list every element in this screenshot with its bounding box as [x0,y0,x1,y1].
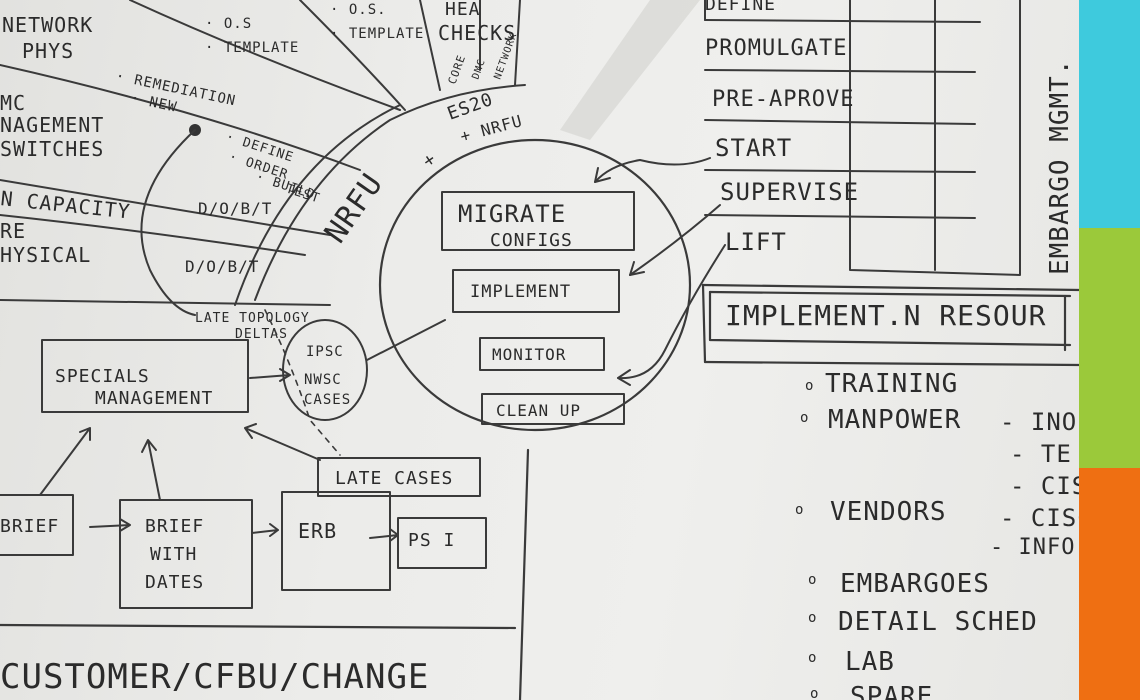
psi-box [397,517,487,569]
implement-box [452,269,620,313]
fan-dobt-2: D/O/B/T [185,257,259,276]
brief-box [0,494,74,556]
manpower-sub-1: - INO [1000,408,1077,436]
fan-test: TEST [284,182,322,207]
fan-template-1: · TEMPLATE [205,40,299,56]
nwsc-label: NWSC [304,372,342,388]
specials-arrow [249,368,291,382]
cleanup-box [481,393,625,425]
specials-management-label: MANAGEMENT [95,388,213,409]
deltas-label: DELTAS [235,327,288,342]
late-cases-arrow [244,423,321,461]
fan-switches-label: SWITCHES [0,137,104,161]
embargo-lift: LIFT [725,228,787,256]
brief-dates-label-1: BRIEF [145,516,204,537]
resource-lab: LAB [845,647,895,677]
fan-phys-label: PHYS [22,39,74,63]
fan-checks-label: CHECKS [438,21,516,45]
brief-label: BRIEF [0,516,59,537]
brief-up-arrow [39,427,91,496]
brief-dates-box [119,499,253,609]
fan-dmc-label: DMC [470,57,488,81]
brief-dates-up-arrow [141,439,161,501]
brief-dates-label-2: WITH [150,544,197,565]
embargo-arrows [594,157,726,386]
ipsc-label: IPSC [306,344,344,360]
resource-detail-sched: DETAIL SCHED [838,607,1038,637]
resource-embargoes: EMBARGOES [840,569,990,599]
dashed-line [264,309,341,456]
fan-template-2: · TEMPLATE [330,26,424,42]
fan-health-label: HEA [445,0,481,20]
cleanup-label: CLEAN UP [496,401,581,420]
fan-mc-label: MC [0,91,26,115]
bullet-spares: o [810,686,819,700]
fan-core-label: CORE [446,53,469,86]
brief-arrow [89,518,131,532]
pen-shadow [560,0,700,140]
configs-label: CONFIGS [490,230,573,251]
bullet-detail: o [808,610,817,626]
ipsc-to-implement-line [366,319,446,361]
dates-to-erb-arrow [251,523,279,537]
late-topology-label: LATE TOPOLOGY [195,311,310,326]
migrate-label: MIGRATE [458,200,566,228]
fan-nrfu-label: NRFU [318,167,390,250]
fan-re-label: RE [0,219,26,243]
bullet-training: o [805,378,814,394]
bullet-vendors: o [795,502,804,518]
bullet-lab: o [808,650,817,666]
cases-label: CASES [304,392,351,408]
accent-strip-orange [1079,468,1140,700]
resource-vendors: VENDORS [830,497,947,527]
fan-plus: + [419,148,441,172]
brief-dates-label-3: DATES [145,572,204,593]
fan-arrow-curve [140,129,196,316]
resource-spares: SPARE [850,682,933,700]
manpower-sub-2: - TE [1010,440,1072,468]
vendors-sub-2: - INFO [990,535,1075,560]
bullet-manpower: o [800,410,809,426]
fan-os-1: · O.S [205,16,252,32]
late-cases-box [317,457,481,497]
center-circle [378,138,692,432]
resource-manpower: MANPOWER [828,405,961,435]
embargo-preapprove: PRE-APROVE [712,87,854,112]
footer-divider-horizontal [0,623,517,630]
specials-label: SPECIALS [55,366,150,387]
embargo-define: DEFINE [705,0,776,15]
manpower-sub-3: - CISC [1010,472,1080,500]
fan-lines [0,0,526,306]
bullet-embargoes: o [808,572,817,588]
embargo-start: START [715,134,792,162]
fan-dobt-1: D/O/B/T [198,199,272,218]
fan-os-2: · O.S. [330,2,387,18]
footer-divider-vertical [518,448,530,700]
migrate-box [441,191,635,251]
vendors-sub-1: - CISC [1000,504,1080,532]
embargo-table-lines [704,0,1021,276]
fan-physical-label: HYSICAL [0,243,91,267]
implement-label: IMPLEMENT [470,282,571,302]
erb-to-psi-arrow [369,528,399,542]
resource-training: TRAINING [825,369,958,399]
whiteboard-sketch: NETWORK PHYS · O.S · TEMPLATE · O.S. · T… [0,0,1080,700]
fan-network-label: NETWORK [2,13,93,37]
erb-label: ERB [298,519,337,543]
monitor-box [479,337,605,371]
monitor-label: MONITOR [492,345,566,364]
late-cases-label: LATE CASES [335,468,453,489]
resources-box [701,283,1080,367]
embargo-title: EMBARGO MGMT. [1045,59,1075,276]
embargo-supervise: SUPERVISE [720,178,859,206]
accent-strip-green [1079,228,1140,468]
resources-title: IMPLEMENT.N RESOUR [725,299,1046,332]
accent-strip-cyan [1079,0,1140,228]
specials-box [41,339,249,413]
psi-label: PS I [408,530,455,551]
embargo-promulgate: PROMULGATE [705,36,847,61]
fan-management-label: NAGEMENT [0,113,104,137]
footer-label: CUSTOMER/CFBU/CHANGE [0,657,429,697]
